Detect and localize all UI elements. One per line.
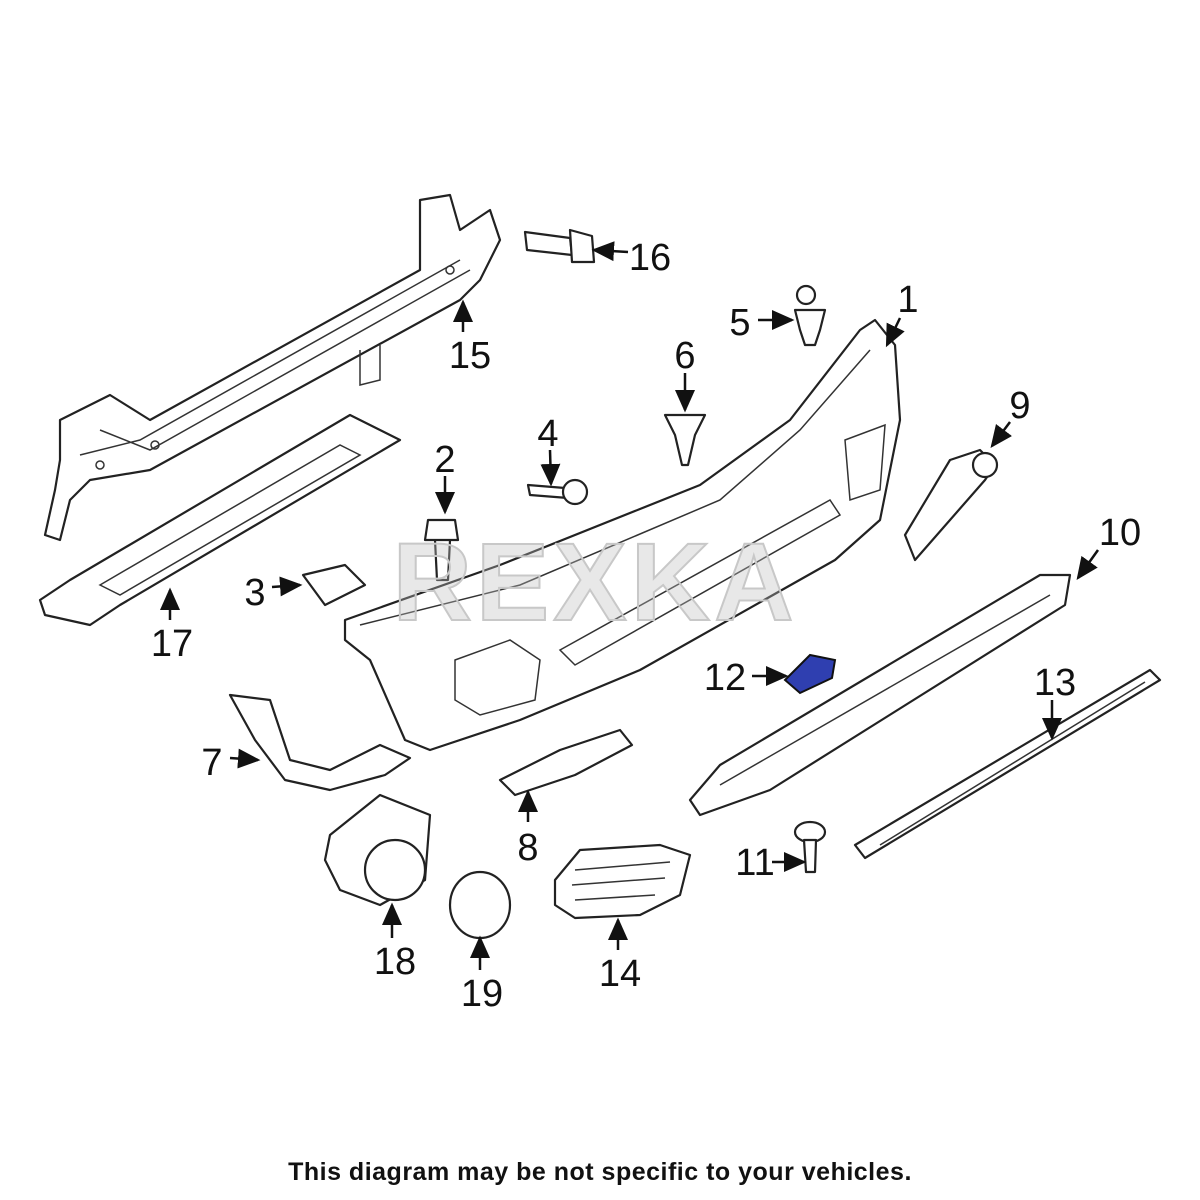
disclaimer-caption: This diagram may be not specific to your… xyxy=(288,1158,912,1186)
callout-8: 8 xyxy=(517,827,538,869)
part-4-screw[interactable] xyxy=(526,478,589,506)
part-16-bolt[interactable] xyxy=(523,228,596,264)
callout-9: 9 xyxy=(1009,385,1030,427)
part-9-reflector[interactable] xyxy=(903,448,999,562)
part-19-sensor-cap[interactable] xyxy=(448,870,512,940)
callout-7: 7 xyxy=(201,742,222,784)
callout-13: 13 xyxy=(1034,662,1076,704)
part-12-bracket-highlighted[interactable] xyxy=(783,653,837,695)
part-7-side-bracket[interactable] xyxy=(228,693,412,792)
callout-18: 18 xyxy=(374,941,416,983)
callout-5: 5 xyxy=(729,302,750,344)
part-3-clip-nut[interactable] xyxy=(301,563,367,607)
callout-2: 2 xyxy=(434,439,455,481)
part-11-fastener[interactable] xyxy=(793,820,827,874)
part-2-bolt[interactable] xyxy=(423,518,460,582)
part-14-grille[interactable] xyxy=(553,843,692,920)
part-6-clip[interactable] xyxy=(663,413,707,467)
part-8-bracket[interactable] xyxy=(498,728,634,797)
callout-1: 1 xyxy=(897,279,918,321)
callout-14: 14 xyxy=(599,953,641,995)
callout-12: 12 xyxy=(704,657,746,699)
callout-19: 19 xyxy=(461,973,503,1015)
part-10-lower-trim[interactable] xyxy=(688,573,1072,817)
part-15-reinforcement-bar[interactable] xyxy=(43,193,502,542)
callout-16: 16 xyxy=(629,237,671,279)
callout-10: 10 xyxy=(1099,512,1141,554)
callout-11: 11 xyxy=(735,842,774,884)
part-17-energy-absorber[interactable] xyxy=(38,413,402,627)
callout-17: 17 xyxy=(151,623,193,665)
watermark: REXKA xyxy=(392,521,797,644)
callout-6: 6 xyxy=(674,335,695,377)
callout-15: 15 xyxy=(449,335,491,377)
part-18-parking-sensor[interactable] xyxy=(323,793,432,907)
part-5-push-clip[interactable] xyxy=(793,284,827,347)
part-1-bumper-cover[interactable] xyxy=(343,318,902,752)
callout-4: 4 xyxy=(537,413,558,455)
callout-arrows xyxy=(160,241,1100,970)
callout-3: 3 xyxy=(244,572,265,614)
